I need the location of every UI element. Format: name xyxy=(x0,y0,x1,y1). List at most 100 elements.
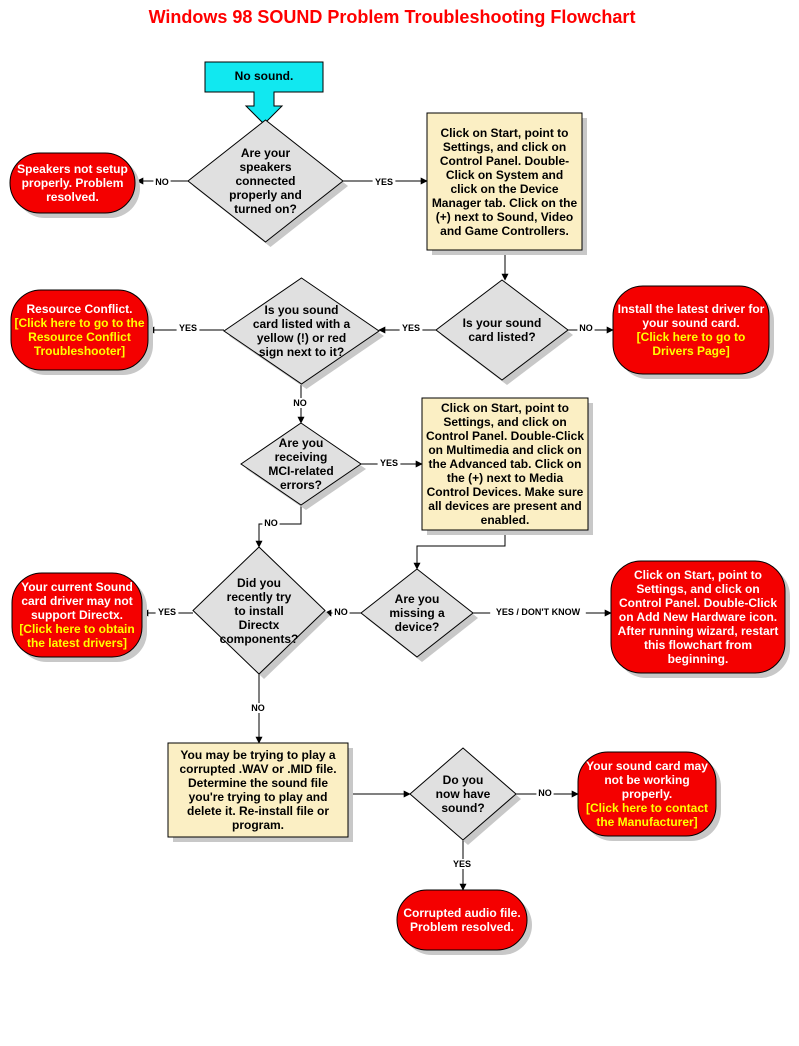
edge-label: NO xyxy=(251,703,265,713)
t-speakers-text-box: Speakers not setup properly. Problem res… xyxy=(13,155,132,211)
t-directx-driver-content: Your current Sound card driver may not s… xyxy=(15,575,139,655)
edges-layer: NO YES NO YES YES NO YES NO YES / DON'T KNOW NO YE… xyxy=(136,177,614,891)
p-device-manager-node: Click on Start, point to Settings, and c… xyxy=(426,112,587,255)
edge-label-background xyxy=(153,177,171,187)
t-directx-driver-link[interactable]: [Click here to obtain the latest drivers… xyxy=(19,622,135,650)
edge-label-background xyxy=(490,607,586,617)
q-speakers-content: Are your speakers connected properly and… xyxy=(220,126,312,236)
q-directx-content: Did you recently try to install Directx … xyxy=(220,553,298,668)
start-content: No sound. xyxy=(205,62,323,90)
t-directx-driver-text-box: Your current Sound card driver may not s… xyxy=(15,575,139,655)
q-yellow-sign-node: Is you sound card listed with a yellow (… xyxy=(223,277,384,389)
q-mci-node: Are you receiving MCI-related errors? xyxy=(240,422,366,510)
t-install-driver-label: Install the latest driver for your sound… xyxy=(617,302,765,330)
q-directx-label: Did you recently try to install Directx … xyxy=(220,575,298,646)
t-corrupted-resolved-node: Corrupted audio file. Problem resolved. xyxy=(396,889,532,955)
start-node: No sound. xyxy=(204,61,324,125)
p-multimedia-node: Click on Start, point to Settings, and c… xyxy=(421,397,593,535)
t-directx-driver-label: Your current Sound card driver may not s… xyxy=(21,580,133,622)
t-add-hardware-node: Click on Start, point to Settings, and c… xyxy=(610,560,790,678)
t-resource-conflict-label: Resource Conflict. xyxy=(26,302,133,316)
edge-label-background xyxy=(155,607,179,617)
t-card-not-working-text-box: Your sound card may not be working prope… xyxy=(581,754,713,834)
edge-label: YES xyxy=(453,859,471,869)
edge-label-background xyxy=(577,323,595,333)
edge-label: YES xyxy=(158,607,176,617)
edge-label: YES xyxy=(375,177,393,187)
q-missing-device-label: Are you missing a device? xyxy=(389,592,445,634)
t-card-not-working-content: Your sound card may not be working prope… xyxy=(581,754,713,834)
p-device-manager-text-box: Click on Start, point to Settings, and c… xyxy=(431,115,578,248)
q-card-listed-label: Is your sound card listed? xyxy=(462,316,542,344)
t-resource-conflict-link[interactable]: [Click here to go to the Resource Confli… xyxy=(14,316,145,358)
p-multimedia-label: Click on Start, point to Settings, and c… xyxy=(426,401,584,527)
q-directx-node: Did you recently try to install Directx … xyxy=(192,546,330,679)
edge-label-background xyxy=(332,607,350,617)
edge-label-background xyxy=(262,518,280,528)
t-speakers-label: Speakers not setup properly. Problem res… xyxy=(17,162,128,204)
edge-label-background xyxy=(399,323,423,333)
t-resource-conflict-node[interactable]: Resource Conflict.[Click here to go to t… xyxy=(10,289,153,375)
t-add-hardware-content: Click on Start, point to Settings, and c… xyxy=(614,563,782,671)
t-speakers-content: Speakers not setup properly. Problem res… xyxy=(13,155,132,211)
q-have-sound-label: Do you now have sound? xyxy=(435,773,491,815)
start-label: No sound. xyxy=(234,69,294,83)
edge-label-background xyxy=(377,458,401,468)
edge-label-background xyxy=(450,859,474,869)
edge-p-multimedia-to-q-missing-device xyxy=(413,530,506,570)
t-install-driver-text-box: Install the latest driver for your sound… xyxy=(616,288,766,372)
edge-label-background xyxy=(176,323,200,333)
q-speakers-text-box: Are your speakers connected properly and… xyxy=(220,126,312,236)
edge-label-background xyxy=(536,788,554,798)
t-install-driver-content: Install the latest driver for your sound… xyxy=(616,288,766,372)
t-card-not-working-node[interactable]: Your sound card may not be working prope… xyxy=(577,751,721,841)
t-directx-driver-node[interactable]: Your current Sound card driver may not s… xyxy=(11,572,147,662)
t-install-driver-node[interactable]: Install the latest driver for your sound… xyxy=(612,285,774,379)
q-speakers-node: Are your speakers connected properly and… xyxy=(187,119,348,247)
q-yellow-sign-content: Is you sound card listed with a yellow (… xyxy=(253,284,351,378)
p-corrupted-label: You may be trying to play a corrupted .W… xyxy=(179,748,337,832)
p-corrupted-text-box: You may be trying to play a corrupted .W… xyxy=(172,745,344,835)
edge-label: NO xyxy=(538,788,552,798)
page-title: Windows 98 SOUND Problem Troubleshooting… xyxy=(149,7,636,27)
q-mci-label: Are you receiving MCI-related errors? xyxy=(268,436,334,492)
q-missing-device-content: Are you missing a device? xyxy=(384,575,450,651)
q-card-listed-content: Is your sound card listed? xyxy=(460,286,544,374)
q-card-listed-text-box: Is your sound card listed? xyxy=(460,286,544,374)
edge-label: YES xyxy=(380,458,398,468)
q-have-sound-node: Do you now have sound? xyxy=(409,747,521,845)
q-yellow-sign-text-box: Is you sound card listed with a yellow (… xyxy=(253,284,351,378)
q-speakers-label: Are your speakers connected properly and… xyxy=(229,146,302,216)
q-card-listed-node: Is your sound card listed? xyxy=(435,279,573,385)
t-corrupted-resolved-text-box: Corrupted audio file. Problem resolved. xyxy=(400,892,524,948)
p-multimedia-text-box: Click on Start, point to Settings, and c… xyxy=(426,400,584,528)
edge-label: YES / DON'T KNOW xyxy=(496,607,581,617)
nodes-layer: No sound. Are your speakers connected pro… xyxy=(9,61,790,955)
q-directx-text-box: Did you recently try to install Directx … xyxy=(220,553,298,668)
p-device-manager-label: Click on Start, point to Settings, and c… xyxy=(431,125,578,238)
q-have-sound-text-box: Do you now have sound? xyxy=(430,754,496,834)
edge-label-background xyxy=(249,703,267,713)
t-resource-conflict-text-box: Resource Conflict.[Click here to go to t… xyxy=(14,302,145,358)
q-missing-device-text-box: Are you missing a device? xyxy=(384,575,450,651)
t-card-not-working-label: Your sound card may not be working prope… xyxy=(586,759,708,801)
edge-label-background xyxy=(291,398,309,408)
p-multimedia-content: Click on Start, point to Settings, and c… xyxy=(426,400,584,528)
p-corrupted-content: You may be trying to play a corrupted .W… xyxy=(172,745,344,835)
edge-label: YES xyxy=(402,323,420,333)
edge-label: NO xyxy=(293,398,307,408)
t-corrupted-resolved-content: Corrupted audio file. Problem resolved. xyxy=(400,892,524,948)
t-install-driver-link[interactable]: [Click here to go to Drivers Page] xyxy=(636,330,746,358)
edge-label: NO xyxy=(579,323,593,333)
edge-label: YES xyxy=(179,323,197,333)
edge-label-background xyxy=(372,177,396,187)
t-card-not-working-link[interactable]: [Click here to contact the Manufacturer] xyxy=(585,801,709,829)
p-corrupted-node: You may be trying to play a corrupted .W… xyxy=(167,742,353,842)
start-text-box: No sound. xyxy=(205,62,323,90)
edge-q-mci-to-q-directx xyxy=(255,505,302,548)
q-missing-device-node: Are you missing a device? xyxy=(360,568,478,662)
q-have-sound-content: Do you now have sound? xyxy=(430,754,496,834)
p-device-manager-content: Click on Start, point to Settings, and c… xyxy=(431,115,578,248)
edge-label: NO xyxy=(155,177,169,187)
